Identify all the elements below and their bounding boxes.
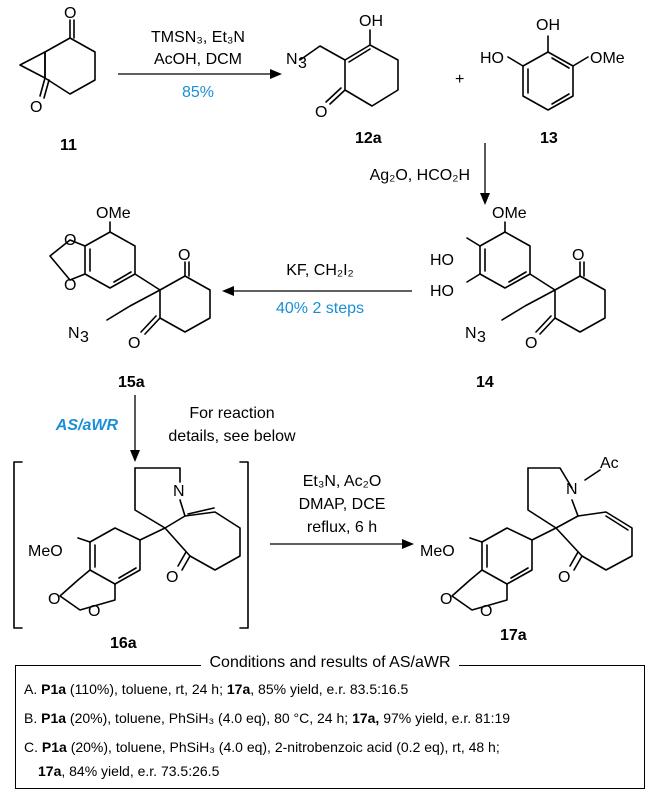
atom-n3-subscript: 3 (80, 329, 89, 346)
compound-label-12a: 12a (355, 130, 382, 147)
structure-14 (466, 221, 606, 335)
step5-reagents-line2: DMAP, DCE (299, 496, 386, 513)
step3-reagents: KF, CH₂I₂ (286, 262, 354, 279)
structure-17a (451, 467, 633, 611)
row-product: 17a, (352, 710, 380, 726)
atom-o: O (572, 247, 584, 264)
structure-13 (507, 35, 589, 111)
result-row-a: A. P1a (110%), toluene, rt, 24 h; 17a, 8… (24, 680, 408, 698)
atom-ho: HO (430, 283, 454, 300)
atom-o: O (178, 247, 190, 264)
atom-n: N (68, 325, 80, 342)
result-row-c-continued: 17a, 84% yield, e.r. 73.5:26.5 (38, 762, 219, 780)
atom-meo: MeO (28, 543, 63, 560)
row-product: 17a (226, 681, 251, 697)
atom-ho: HO (480, 50, 504, 67)
arrow-head (402, 539, 414, 549)
atom-meo: MeO (420, 543, 455, 560)
atom-n3-subscript: 3 (477, 329, 486, 346)
structure-16a (59, 467, 241, 611)
arrow-head (222, 286, 234, 296)
step1-reagents-line2: AcOH, DCM (154, 51, 242, 68)
atom-n: N (465, 325, 477, 342)
arrow-head (130, 450, 140, 462)
row-catalyst: P1a (41, 681, 67, 697)
atom-oh: OH (536, 17, 560, 34)
arrow-head (480, 193, 490, 205)
step3-yield: 40% 2 steps (276, 300, 364, 317)
atom-o: O (64, 232, 76, 249)
structure-15a (49, 221, 211, 335)
step1-reagents-line1: TMSN₃, Et₃N (151, 29, 245, 46)
atom-o: O (88, 603, 100, 620)
structure-11 (19, 19, 96, 99)
step5-reagents-line3: reflux, 6 h (307, 519, 377, 536)
atom-o: O (128, 335, 140, 352)
atom-o: O (480, 603, 492, 620)
results-title-wrap: Conditions and results of AS/aWR (16, 654, 644, 672)
step4-note-line2: details, see below (168, 428, 296, 445)
plus-sign: + (455, 71, 464, 88)
atom-o: O (315, 104, 327, 121)
atom-n: N (566, 481, 578, 498)
row-conditions: (20%), toluene, PhSiH₃ (4.0 eq), 80 °C, … (66, 710, 353, 726)
compound-label-11: 11 (60, 137, 77, 154)
row-conditions: (110%), toluene, rt, 24 h; (66, 681, 227, 697)
atom-ac: Ac (600, 455, 619, 472)
atom-o: O (30, 99, 42, 116)
atom-ome: OMe (96, 205, 131, 222)
compound-label-14: 14 (476, 374, 494, 391)
atom-o: O (525, 335, 537, 352)
atom-oh: OH (359, 13, 383, 30)
atom-ome: OMe (492, 205, 527, 222)
step1-yield: 85% (182, 84, 214, 101)
row-prefix: B. (24, 710, 42, 726)
row-outcome: , 84% yield, e.r. 73.5:26.5 (61, 763, 220, 779)
atom-n: N (286, 51, 298, 68)
row-catalyst: P1a (41, 739, 67, 755)
row-prefix: A. (24, 681, 42, 697)
atom-o: O (64, 277, 76, 294)
row-product: 17a (38, 763, 62, 779)
reaction-scheme: O O 11 TMSN₃, Et₃N AcOH, DCM 85% OH N 3 … (13, 5, 633, 652)
row-prefix: C. (24, 739, 42, 755)
compound-label-16a: 16a (110, 635, 137, 652)
atom-n: N (173, 483, 185, 500)
atom-o: O (48, 591, 60, 608)
result-row-c: C. P1a (20%), toluene, PhSiH₃ (4.0 eq), … (24, 738, 500, 756)
compound-label-15a: 15a (118, 374, 145, 391)
step4-method: AS/aWR (55, 417, 119, 434)
step5-reagents-line1: Et₃N, Ac₂O (303, 473, 382, 490)
compound-label-17a: 17a (500, 627, 527, 644)
step4-note-line1: For reaction (189, 405, 274, 422)
step2-reagents: Ag₂O, HCO₂H (370, 167, 470, 184)
brackets-16a (13, 461, 249, 629)
result-row-b: B. P1a (20%), toluene, PhSiH₃ (4.0 eq), … (24, 709, 510, 727)
atom-n3-subscript: 3 (298, 55, 307, 72)
structure-12a (299, 29, 399, 107)
results-title: Conditions and results of AS/aWR (201, 654, 459, 671)
compound-label-13: 13 (540, 130, 558, 147)
row-conditions: (20%), toluene, PhSiH₃ (4.0 eq), 2-nitro… (66, 739, 500, 755)
atom-o: O (558, 569, 570, 586)
arrow-head (270, 69, 282, 79)
row-catalyst: P1a (41, 710, 67, 726)
atom-ho: HO (430, 252, 454, 269)
row-outcome: , 85% yield, e.r. 83.5:16.5 (250, 681, 409, 697)
atom-ome: OMe (590, 50, 625, 67)
atom-o: O (64, 5, 76, 22)
atom-o: O (440, 591, 452, 608)
results-box: Conditions and results of AS/aWR A. P1a … (15, 654, 645, 789)
row-outcome: 97% yield, e.r. 81:19 (379, 710, 511, 726)
atom-o: O (166, 569, 178, 586)
